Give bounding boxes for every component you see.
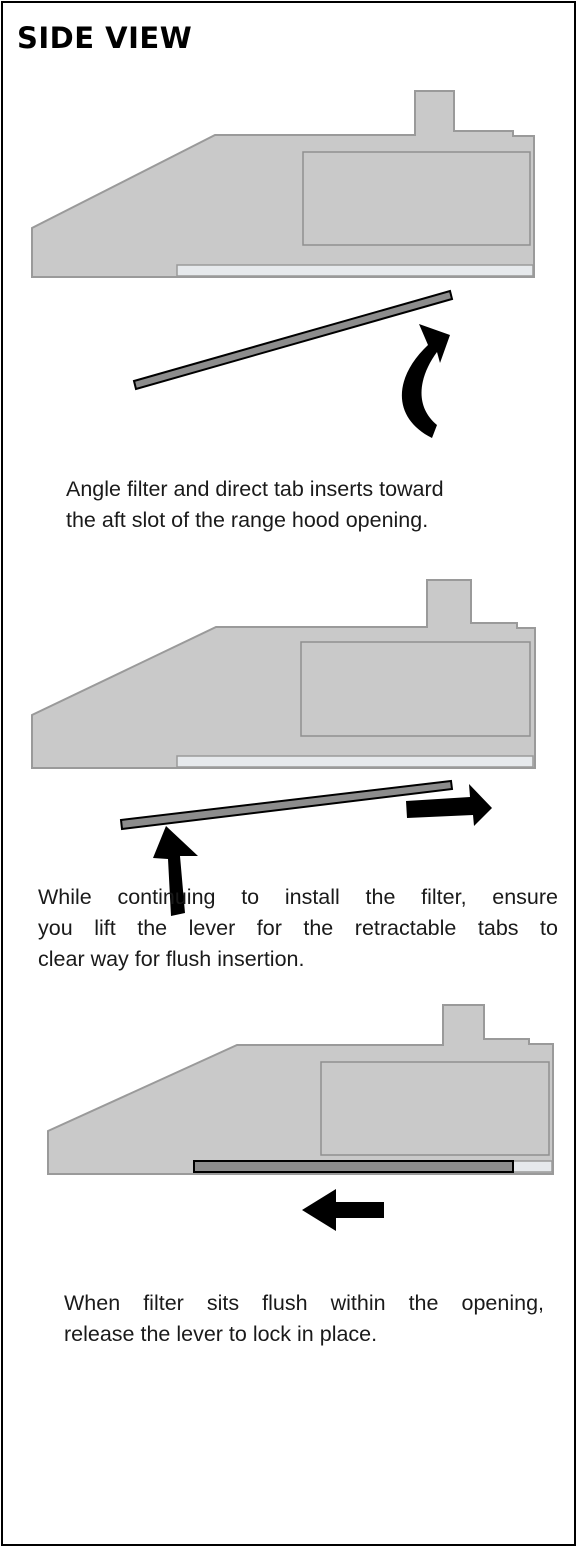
range-hood-panel bbox=[320, 1061, 550, 1156]
grease-filter bbox=[193, 1160, 514, 1173]
step-3-diagram bbox=[47, 1004, 554, 1231]
arrow-up-icon bbox=[153, 826, 198, 916]
grease-filter bbox=[132, 289, 454, 391]
range-hood-body bbox=[31, 579, 536, 769]
step-3-caption: When filter sits flush within the openin… bbox=[64, 1288, 544, 1350]
arrow-left-icon bbox=[302, 1189, 384, 1231]
range-hood-body bbox=[47, 1004, 554, 1175]
curved-arrow-icon bbox=[401, 324, 450, 438]
caption-line: you lift the lever for the retractable t… bbox=[38, 916, 558, 940]
range-hood-panel bbox=[302, 151, 531, 246]
caption-line: release the lever to lock in place. bbox=[64, 1322, 378, 1346]
range-hood-body bbox=[31, 90, 535, 278]
step-1-diagram bbox=[31, 90, 535, 438]
filter-opening bbox=[176, 264, 534, 277]
caption-line: While continuing to install the filter, … bbox=[38, 885, 558, 909]
panel-title: SIDE VIEW bbox=[17, 21, 193, 55]
step-2-caption: While continuing to install the filter, … bbox=[38, 882, 558, 975]
step-1-caption: Angle filter and direct tab inserts towa… bbox=[66, 474, 546, 536]
caption-line: When filter sits flush within the openin… bbox=[64, 1291, 544, 1315]
arrow-right-icon bbox=[406, 784, 492, 826]
caption-line: clear way for flush insertion. bbox=[38, 947, 305, 971]
grease-filter bbox=[119, 779, 454, 831]
range-hood-panel bbox=[300, 641, 531, 737]
filter-opening bbox=[176, 755, 534, 768]
step-2-diagram bbox=[31, 579, 536, 916]
caption-line: the aft slot of the range hood opening. bbox=[66, 508, 429, 532]
caption-line: Angle filter and direct tab inserts towa… bbox=[66, 477, 444, 501]
